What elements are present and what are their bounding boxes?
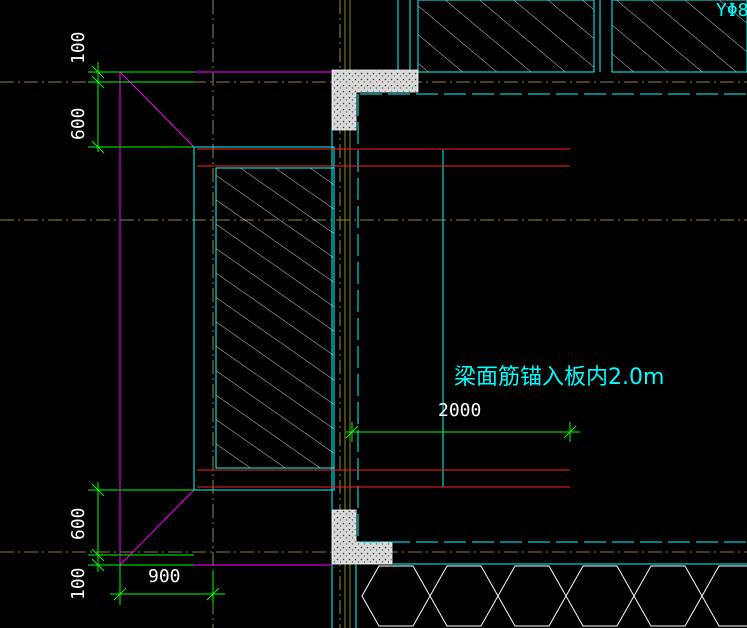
dimension-horizontal-left: 900 [148, 566, 181, 587]
top-column-section [331, 69, 419, 131]
reinforcement-note: 梁面筋锚入板内2.0m [454, 365, 664, 390]
dimension-bottom-small: 100 [68, 567, 89, 600]
hexagon-fill-pattern [361, 565, 747, 627]
dimension-bottom-large: 600 [68, 507, 89, 540]
reinforcement-bars [197, 148, 570, 488]
dimension-lines [88, 62, 580, 605]
dimension-top-small: 100 [68, 31, 89, 64]
beam-section [193, 146, 444, 491]
corner-label: YΦ8 [716, 0, 747, 21]
dimension-top-large: 600 [68, 107, 89, 140]
dimension-horizontal-right: 2000 [438, 400, 481, 421]
slab-edge-dashed [357, 93, 747, 543]
haunch-outline [119, 71, 332, 566]
top-slab-region [397, 0, 747, 73]
bottom-column-section [331, 509, 393, 565]
